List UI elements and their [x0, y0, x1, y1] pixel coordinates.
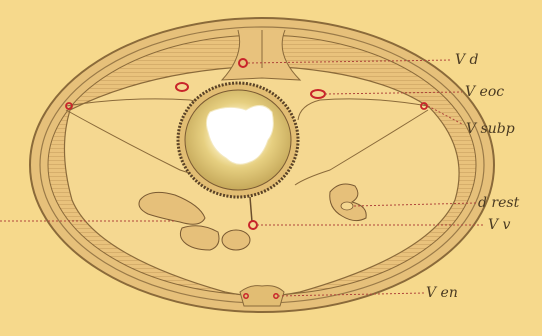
label-ven: V en — [426, 285, 458, 301]
label-vd: V d — [455, 52, 479, 68]
label-vv: V v — [488, 217, 511, 233]
ventral-organ — [222, 230, 250, 250]
label-vsubp: V subp — [466, 121, 515, 137]
ventral-groove — [240, 286, 284, 306]
label-drest: d rest — [478, 195, 520, 211]
right-body-hole — [341, 202, 353, 210]
label-veoc: V eoc — [465, 84, 504, 100]
